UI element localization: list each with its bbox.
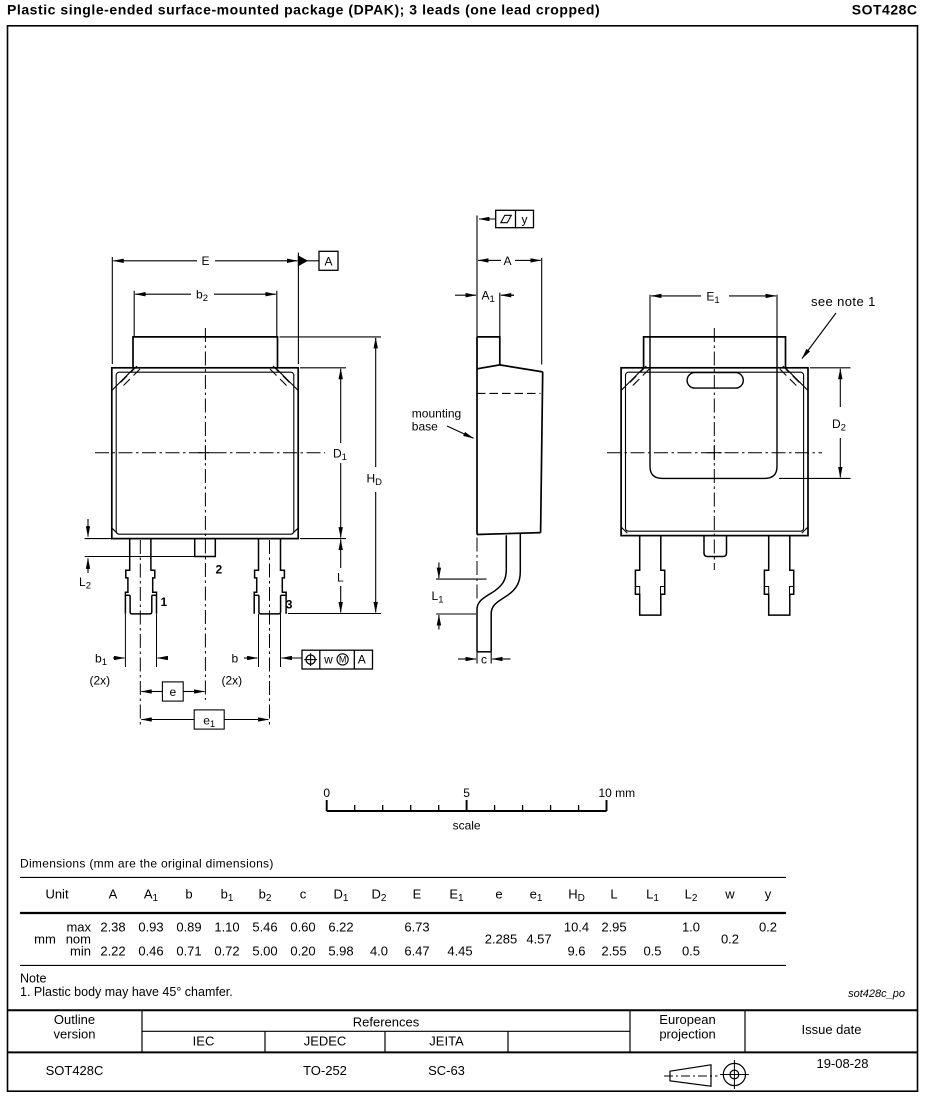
svg-text:(2x): (2x) [222, 674, 243, 688]
svg-text:0.93: 0.93 [138, 920, 163, 935]
svg-text:L1: L1 [432, 589, 444, 606]
svg-text:A: A [358, 652, 366, 666]
svg-text:scale: scale [453, 819, 481, 833]
svg-text:2.22: 2.22 [100, 944, 125, 959]
svg-text:5.46: 5.46 [252, 920, 277, 935]
svg-text:b: b [185, 887, 192, 902]
svg-text:e1: e1 [203, 713, 215, 730]
svg-text:projection: projection [659, 1027, 715, 1042]
svg-text:0.46: 0.46 [138, 944, 163, 959]
svg-text:0.71: 0.71 [176, 944, 201, 959]
svg-text:Unit: Unit [45, 887, 69, 902]
svg-text:0.20: 0.20 [290, 944, 315, 959]
svg-text:1.10: 1.10 [214, 920, 239, 935]
svg-text:SOT428C: SOT428C [852, 2, 918, 18]
svg-text:nom: nom [66, 932, 91, 947]
svg-text:mounting: mounting [412, 407, 461, 421]
svg-text:6.47: 6.47 [404, 944, 429, 959]
svg-text:2.55: 2.55 [601, 944, 626, 959]
svg-text:min: min [70, 944, 91, 959]
svg-text:0.5: 0.5 [682, 944, 700, 959]
svg-text:y: y [522, 213, 528, 227]
svg-text:0.2: 0.2 [721, 932, 739, 947]
svg-text:4.57: 4.57 [526, 932, 551, 947]
svg-text:L: L [337, 571, 344, 585]
svg-text:M: M [339, 655, 347, 665]
svg-text:see note 1: see note 1 [811, 294, 876, 309]
svg-text:5.00: 5.00 [252, 944, 277, 959]
svg-text:9.6: 9.6 [567, 944, 585, 959]
svg-text:0: 0 [323, 786, 330, 800]
svg-text:European: European [659, 1012, 715, 1027]
svg-text:mm: mm [34, 932, 56, 947]
svg-text:4.45: 4.45 [447, 944, 472, 959]
svg-text:e: e [169, 685, 176, 699]
svg-text:3: 3 [286, 598, 293, 612]
svg-text:2.285: 2.285 [485, 932, 518, 947]
svg-text:Plastic single-ended surface-m: Plastic single-ended surface-mounted pac… [7, 2, 600, 18]
svg-text:6.73: 6.73 [404, 920, 429, 935]
svg-text:19-08-28: 19-08-28 [816, 1056, 868, 1071]
svg-text:A: A [324, 254, 332, 268]
svg-text:SOT428C: SOT428C [46, 1063, 104, 1078]
svg-text:0.5: 0.5 [643, 944, 661, 959]
svg-text:c: c [300, 887, 307, 902]
svg-text:w: w [323, 652, 333, 666]
svg-text:b2: b2 [196, 288, 208, 305]
svg-text:References: References [353, 1015, 420, 1030]
svg-text:4.0: 4.0 [370, 944, 388, 959]
svg-text:0.2: 0.2 [759, 920, 777, 935]
svg-text:IEC: IEC [193, 1034, 215, 1049]
svg-text:Note: Note [20, 972, 46, 986]
svg-text:SC-63: SC-63 [428, 1063, 465, 1078]
svg-text:1. Plastic body may have 45° c: 1. Plastic body may have 45° chamfer. [20, 985, 233, 999]
svg-text:2.38: 2.38 [100, 920, 125, 935]
svg-text:1.0: 1.0 [682, 920, 700, 935]
svg-text:L: L [610, 887, 617, 902]
svg-text:c: c [481, 652, 487, 666]
svg-text:6.22: 6.22 [328, 920, 353, 935]
svg-text:E: E [413, 887, 422, 902]
svg-text:5.98: 5.98 [328, 944, 353, 959]
svg-text:version: version [54, 1027, 96, 1042]
svg-text:A: A [109, 887, 118, 902]
svg-text:Issue date: Issue date [802, 1022, 862, 1037]
svg-text:L2: L2 [79, 575, 91, 592]
svg-text:1: 1 [161, 595, 168, 609]
svg-text:2.95: 2.95 [601, 920, 626, 935]
svg-text:y: y [765, 887, 772, 902]
svg-text:10.4: 10.4 [564, 920, 589, 935]
svg-text:JEITA: JEITA [429, 1034, 464, 1049]
svg-text:max: max [66, 920, 91, 935]
svg-text:0.72: 0.72 [214, 944, 239, 959]
svg-text:TO-252: TO-252 [303, 1063, 347, 1078]
svg-text:w: w [724, 887, 735, 902]
svg-text:JEDEC: JEDEC [304, 1034, 347, 1049]
svg-text:b: b [232, 652, 239, 666]
svg-text:Dimensions (mm are the origina: Dimensions (mm are the original dimensio… [20, 857, 274, 871]
svg-text:A: A [503, 254, 511, 268]
svg-text:0.60: 0.60 [290, 920, 315, 935]
svg-text:base: base [412, 420, 438, 434]
svg-text:10 mm: 10 mm [599, 786, 636, 800]
svg-text:5: 5 [463, 786, 470, 800]
svg-text:0.89: 0.89 [176, 920, 201, 935]
svg-text:E: E [201, 254, 209, 268]
svg-text:sot428c_po: sot428c_po [848, 988, 905, 1000]
svg-text:2: 2 [216, 563, 223, 577]
svg-text:(2x): (2x) [90, 674, 111, 688]
svg-text:b1: b1 [95, 652, 107, 669]
svg-text:e: e [495, 887, 502, 902]
svg-text:Outline: Outline [54, 1012, 95, 1027]
